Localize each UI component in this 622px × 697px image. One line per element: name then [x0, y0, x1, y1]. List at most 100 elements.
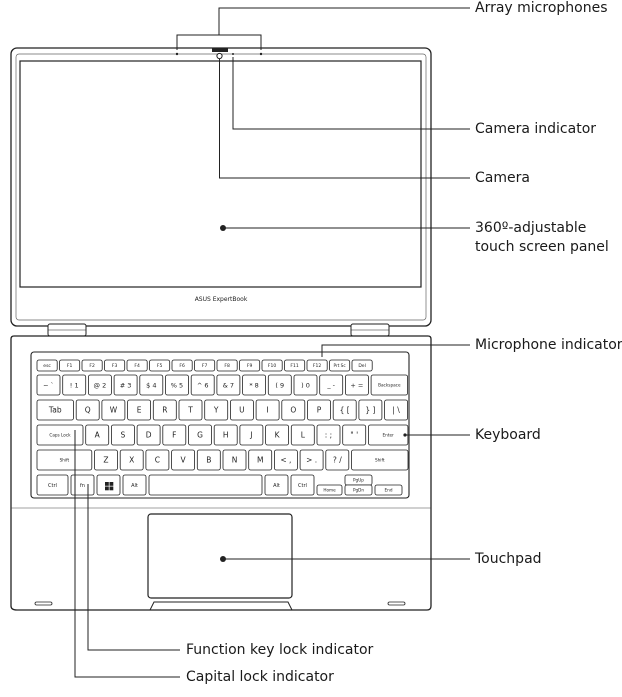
- label-capital-lock-indicator: Capital lock indicator: [186, 669, 334, 685]
- touchpad: [147, 513, 293, 599]
- key-label: I: [266, 406, 268, 415]
- key-fn-11: F11: [284, 359, 306, 372]
- camera-notch: [212, 48, 228, 52]
- leader-function-key-lock: [87, 484, 180, 651]
- key-a-3: D: [136, 424, 161, 446]
- key-bottom-alt-right: Alt: [264, 474, 289, 496]
- key-fn-8: F8: [216, 359, 238, 372]
- key-a-8: K: [265, 424, 290, 446]
- key-z-2: X: [119, 449, 144, 471]
- key-a-10: : ;: [316, 424, 341, 446]
- label-array-microphones: Array microphones: [475, 0, 608, 16]
- key-label: R: [162, 406, 167, 415]
- key-label: F2: [89, 363, 95, 369]
- label-touchpad: Touchpad: [475, 551, 542, 567]
- key-num-3: # 3: [113, 374, 138, 396]
- key-label: Shift: [60, 457, 70, 462]
- key-q-0: Tab: [36, 399, 74, 421]
- key-num-13: Backspace: [370, 374, 409, 396]
- label-touch-panel-line1: 360º-adjustable: [475, 220, 587, 236]
- key-label: > .: [306, 456, 317, 465]
- key-label: ( 9: [275, 381, 284, 389]
- key-fn-7: F7: [194, 359, 216, 372]
- front-notch: [149, 601, 293, 611]
- key-label: Alt: [131, 483, 138, 489]
- speaker-left: [34, 601, 53, 606]
- key-label: F3: [112, 363, 118, 369]
- key-label: E: [137, 406, 142, 415]
- key-label: Q: [85, 406, 91, 415]
- key-label: # 3: [120, 381, 132, 389]
- key-q-8: I: [255, 399, 280, 421]
- key-label: } ]: [365, 406, 375, 415]
- leader-dots: [220, 225, 407, 562]
- key-fn-5: F5: [149, 359, 171, 372]
- key-label: PgDn: [353, 487, 364, 492]
- key-z-1: Z: [94, 449, 118, 471]
- key-bottom-pgup: PgUp: [344, 474, 373, 486]
- key-bottom-pgdn: PgDn: [344, 484, 373, 496]
- leader-camera: [219, 59, 470, 179]
- key-num-7: & 7: [216, 374, 241, 396]
- key-num-10: ) 0: [293, 374, 318, 396]
- touch-screen-panel: [19, 60, 422, 288]
- key-fn-6: F6: [171, 359, 193, 372]
- key-label: F12: [313, 363, 321, 369]
- key-label: _ -: [326, 381, 335, 389]
- key-label: U: [239, 406, 245, 415]
- key-label: esc: [43, 364, 51, 369]
- key-label: H: [223, 431, 229, 440]
- key-q-9: O: [281, 399, 306, 421]
- key-fn-13: Prt Sc: [329, 359, 351, 372]
- key-label: @ 2: [94, 381, 107, 389]
- key-z-11: Shift: [351, 449, 409, 471]
- camera-lens: [216, 52, 223, 60]
- key-q-11: { [: [332, 399, 357, 421]
- key-z-7: M: [248, 449, 273, 471]
- key-num-0: ~ `: [36, 374, 61, 396]
- key-bottom-space: [148, 474, 263, 496]
- key-label: Y: [213, 406, 219, 415]
- label-microphone-indicator: Microphone indicator: [475, 337, 622, 353]
- key-label: F8: [224, 363, 230, 369]
- key-bottom-home: Home: [316, 484, 343, 496]
- key-label: M: [257, 456, 263, 465]
- key-label: F10: [268, 363, 276, 369]
- key-label: & 7: [223, 381, 234, 389]
- key-label: Ctrl: [298, 483, 307, 489]
- key-z-8: < ,: [273, 449, 298, 471]
- key-label: D: [146, 431, 152, 440]
- key-label: ) 0: [301, 381, 310, 389]
- key-label: " ': [350, 431, 358, 440]
- key-fn-2: F2: [81, 359, 103, 372]
- key-q-3: E: [127, 399, 151, 421]
- key-fn-9: F9: [239, 359, 261, 372]
- key-fn-14: Del: [351, 359, 373, 372]
- key-label: End: [385, 487, 393, 492]
- key-label: O: [290, 406, 296, 415]
- key-q-4: R: [152, 399, 177, 421]
- key-q-6: Y: [204, 399, 229, 421]
- key-z-3: C: [145, 449, 170, 471]
- key-label: B: [206, 456, 211, 465]
- key-label: L: [301, 431, 306, 440]
- key-label: G: [197, 431, 203, 440]
- key-label: Alt: [273, 483, 280, 489]
- key-num-4: $ 4: [139, 374, 164, 396]
- key-q-5: T: [178, 399, 203, 421]
- key-z-10: ? /: [325, 449, 350, 471]
- key-label: F9: [247, 363, 253, 369]
- key-label: K: [275, 431, 281, 440]
- key-num-12: + =: [344, 374, 369, 396]
- key-z-4: V: [171, 449, 196, 471]
- label-camera-indicator: Camera indicator: [475, 121, 597, 137]
- key-label: fn: [80, 483, 85, 489]
- key-label: ~ `: [43, 381, 54, 389]
- key-label: : ;: [325, 431, 332, 440]
- key-label: J: [249, 431, 252, 440]
- key-bottom-fn: fn: [70, 474, 95, 496]
- key-label: + =: [350, 381, 363, 389]
- leader-microphone-indicator: [321, 344, 470, 357]
- key-num-11: _ -: [319, 374, 344, 396]
- key-fn-0: esc: [36, 359, 58, 372]
